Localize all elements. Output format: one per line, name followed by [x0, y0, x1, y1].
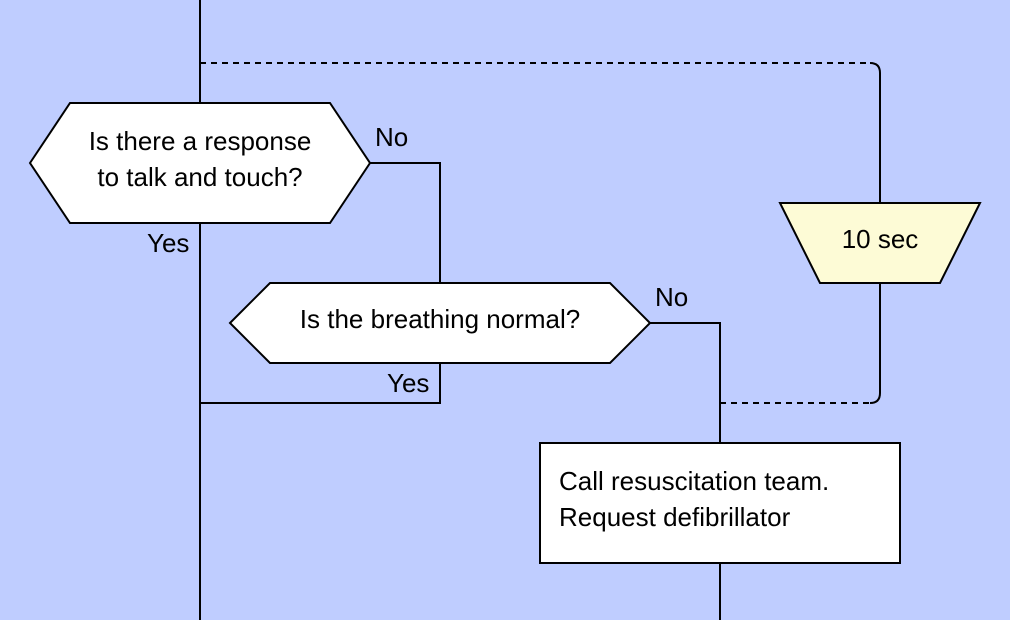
decision-breathing-shape [228, 282, 652, 364]
dashed-connectors [200, 62, 870, 404]
edge-response-no [369, 162, 441, 283]
timer-line-bottom [869, 283, 881, 404]
action-call-line2: Request defibrillator [559, 502, 791, 532]
action-call-shape [539, 442, 901, 564]
timer-line-top [869, 62, 881, 203]
timer-shape [778, 202, 982, 284]
edge-label-response-yes: Yes [147, 228, 190, 258]
decision-response-text: Is there a response to talk and touch? [30, 123, 370, 195]
connectors [199, 0, 881, 620]
edge-label-response-no: No [375, 122, 409, 152]
decision-response-shape [28, 102, 372, 224]
decision-response-line2: to talk and touch? [97, 162, 303, 192]
decision-breathing-text: Is the breathing normal? [299, 304, 581, 334]
action-call-line1: Call resuscitation team. [559, 466, 830, 496]
decision-response-line1: Is there a response [88, 126, 312, 156]
edge-breathing-yes [200, 363, 441, 404]
edge-label-breathing-yes: Yes [387, 368, 430, 398]
edge-label-breathing-no: No [655, 282, 689, 312]
action-call-text: Call resuscitation team. Request defibri… [559, 463, 889, 535]
timer-text: 10 sec [841, 224, 919, 254]
